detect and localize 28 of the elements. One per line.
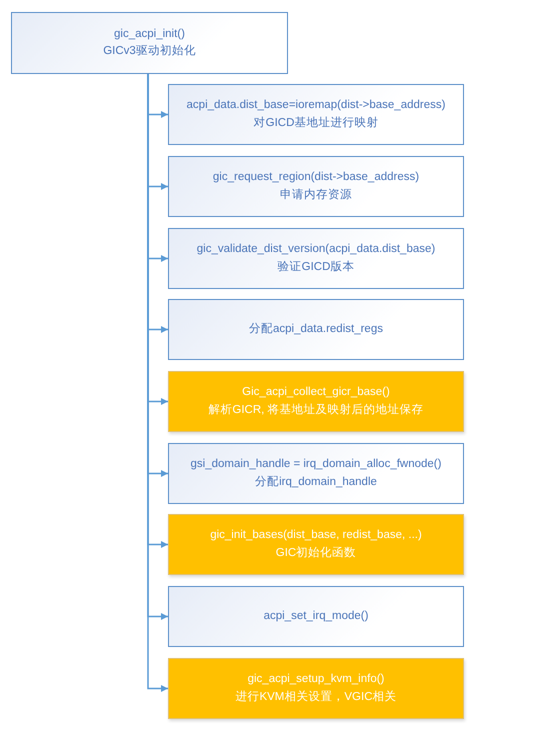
process-box	[168, 84, 464, 145]
process-box	[168, 228, 464, 289]
node-text: GICv3驱动初始化	[103, 43, 196, 59]
node-text: GIC初始化函数	[276, 545, 356, 560]
node-text: acpi_data.dist_base=ioremap(dist->base_address)	[186, 98, 446, 114]
process-box	[168, 371, 464, 432]
node-text: 进行KVM相关设置，VGIC相关	[235, 690, 397, 704]
node-text: Gic_acpi_collect_gicr_base()	[242, 385, 390, 400]
node-text: 申请内存资源	[280, 188, 352, 202]
node-text: 验证GICD版本	[278, 260, 354, 274]
node-text: gic_validate_dist_version(acpi_data.dist_base)	[196, 242, 436, 258]
node-text: 分配acpi_data.redist_regs	[249, 322, 383, 337]
node-text: gic_request_region(dist->base_address)	[212, 170, 420, 186]
process-box	[168, 514, 464, 575]
node-text: 解析GICR, 将基地址及映射后的地址保存	[208, 402, 424, 418]
node-text: acpi_set_irq_mode()	[264, 608, 368, 624]
process-box	[168, 658, 464, 719]
node-text: gic_acpi_init()	[114, 26, 185, 42]
process-box	[168, 586, 464, 647]
process-box	[168, 299, 464, 360]
node-text: 对GICD基地址进行映射	[254, 116, 378, 130]
node-text: gsi_domain_handle = irq_domain_alloc_fwnode()	[190, 457, 442, 472]
node-text: gic_init_bases(dist_base, redist_base, ...)	[210, 528, 422, 544]
process-box	[168, 156, 464, 217]
process-box	[168, 443, 464, 504]
process-box	[11, 12, 288, 74]
node-text: gic_acpi_setup_kvm_info()	[248, 672, 384, 688]
node-text: 分配irq_domain_handle	[255, 474, 377, 490]
